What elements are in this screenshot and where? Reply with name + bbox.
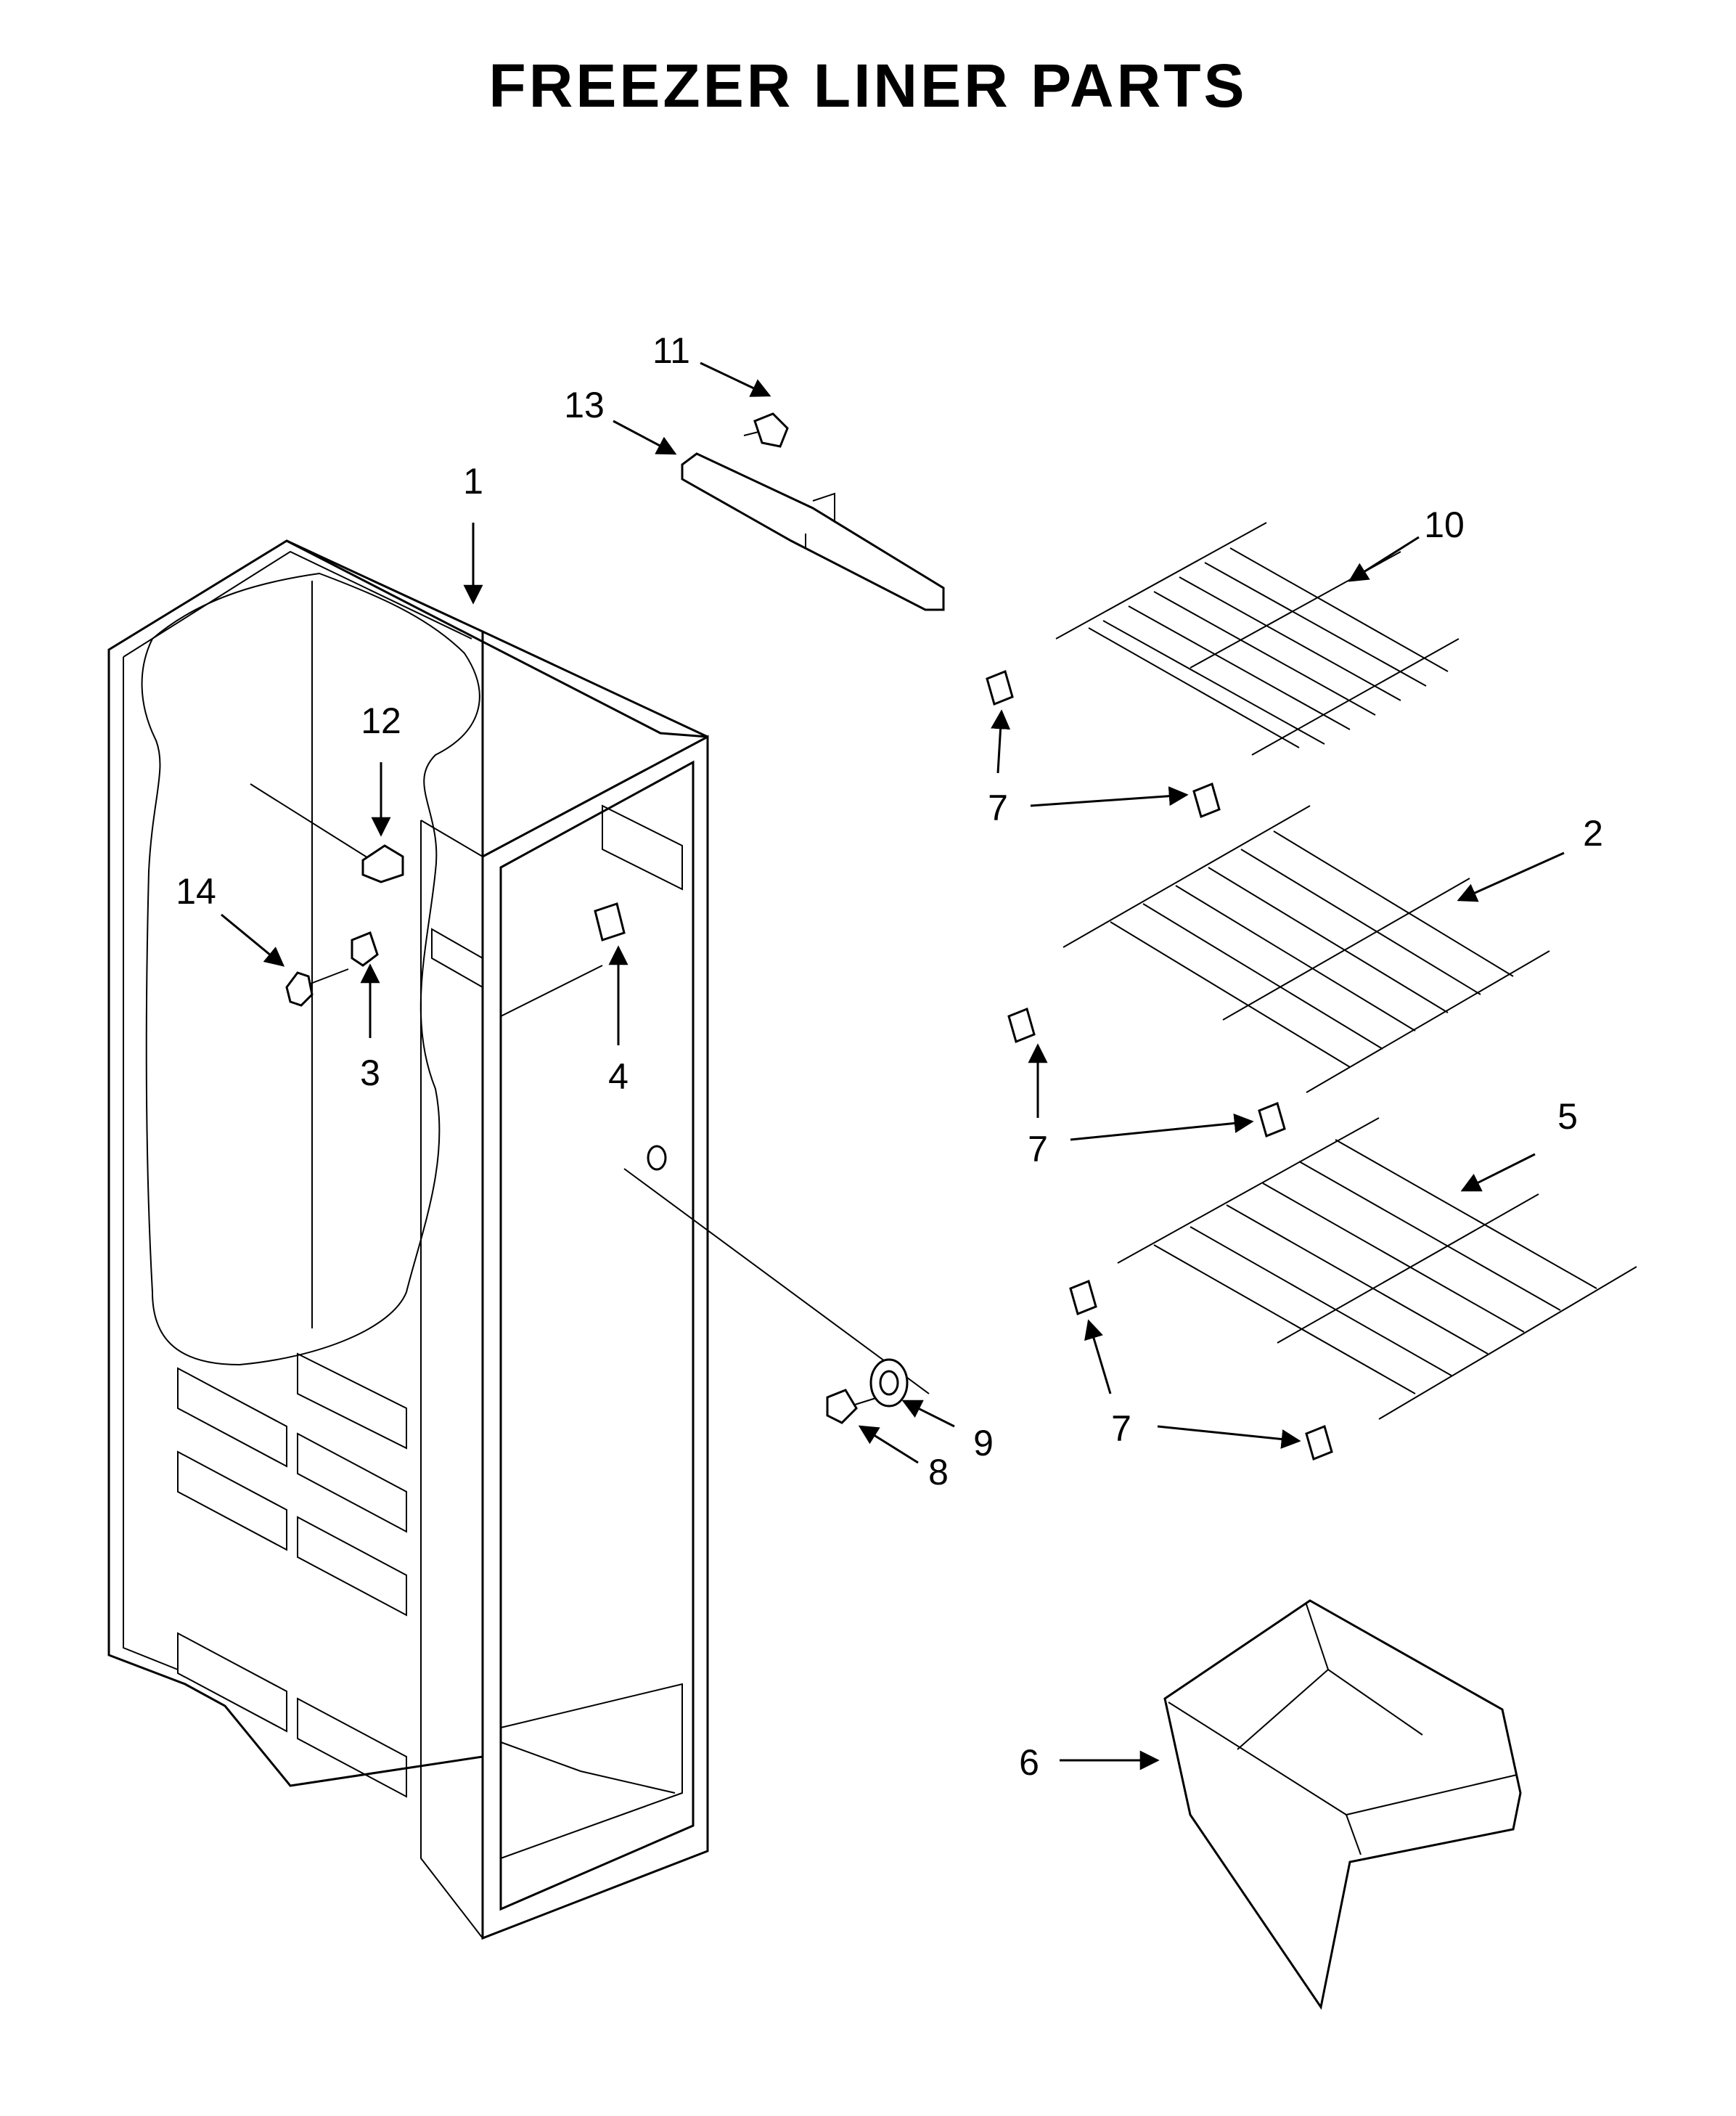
shelf-bracket-3 [351, 931, 379, 967]
callout-7a: 7 [988, 788, 1008, 828]
drawer-6 [1163, 1599, 1522, 2010]
bolt-8 [826, 1389, 879, 1424]
callout-labels: 1 2 3 4 5 6 7 7 7 8 9 10 11 12 13 14 [176, 330, 1603, 1783]
callout-3: 3 [360, 1053, 380, 1093]
washer-9 [869, 1358, 909, 1408]
rail-13 [681, 452, 945, 611]
callout-8: 8 [928, 1452, 949, 1492]
callout-13: 13 [564, 385, 605, 425]
shelf-clip-12 [361, 844, 404, 883]
shelf-support-4 [594, 902, 626, 941]
callout-2: 2 [1583, 813, 1603, 854]
callout-arrows [221, 361, 1565, 1770]
callout-5: 5 [1557, 1096, 1578, 1137]
freezer-liner [107, 539, 930, 1940]
screw-11 [743, 412, 789, 448]
wire-shelf-2 [1063, 805, 1550, 1093]
callout-4: 4 [608, 1056, 629, 1097]
wire-shelf-5 [1117, 1117, 1637, 1420]
callout-14: 14 [176, 871, 216, 912]
page-title: FREEZER LINER PARTS [488, 52, 1248, 120]
callout-12: 12 [361, 700, 401, 741]
callout-1: 1 [463, 461, 483, 502]
callout-10: 10 [1424, 505, 1465, 545]
callout-6: 6 [1019, 1742, 1039, 1783]
callout-11: 11 [652, 330, 690, 371]
callout-7c: 7 [1111, 1408, 1131, 1449]
vent-panels [177, 1352, 407, 1798]
wire-shelf-10 [1055, 522, 1459, 756]
callout-7b: 7 [1028, 1129, 1048, 1169]
callout-9: 9 [973, 1423, 994, 1463]
screw-14 [285, 968, 349, 1007]
shelf-supports-7 [986, 669, 1333, 1461]
